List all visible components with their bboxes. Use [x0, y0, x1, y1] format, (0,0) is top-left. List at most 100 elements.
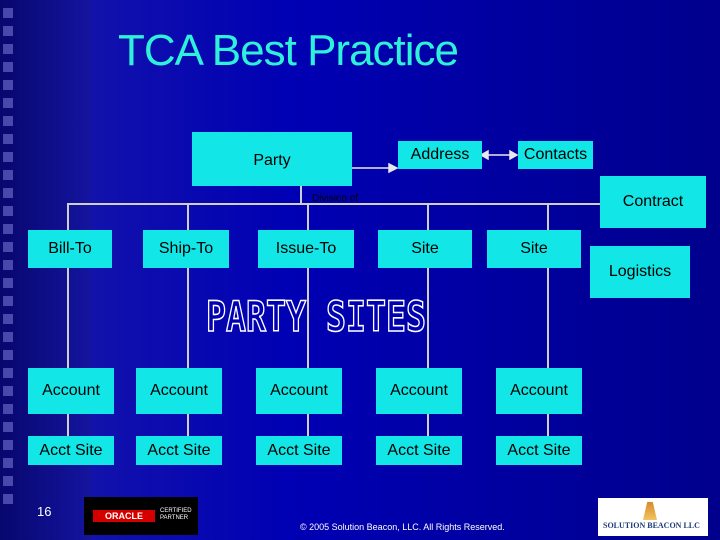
copyright-text: © 2005 Solution Beacon, LLC. All Rights …: [300, 522, 505, 532]
acct-site-node: Acct Site: [496, 436, 582, 465]
account-label: Account: [510, 382, 568, 399]
decorative-square: [3, 242, 13, 252]
site-label: Site: [520, 240, 548, 257]
decorative-square: [3, 332, 13, 342]
decorative-square: [3, 80, 13, 90]
account-node: Account: [136, 368, 222, 414]
connector: [547, 203, 549, 231]
site-node: Site: [487, 230, 581, 268]
arrow-head-icon: [479, 149, 489, 161]
account-node: Account: [376, 368, 462, 414]
connector: [307, 268, 309, 368]
site-node: Issue-To: [258, 230, 354, 268]
acct-site-label: Acct Site: [267, 441, 331, 459]
account-node: Account: [28, 368, 114, 414]
connector: [67, 203, 69, 231]
account-label: Account: [150, 382, 208, 399]
decorative-square: [3, 458, 13, 468]
connector: [427, 203, 429, 231]
decorative-square: [3, 134, 13, 144]
oracle-partner-logo: ORACLE CERTIFIED PARTNER: [84, 497, 198, 535]
decorative-square: [3, 296, 13, 306]
connector: [187, 203, 189, 231]
account-label: Account: [270, 382, 328, 399]
account-label: Account: [42, 382, 100, 399]
decorative-square: [3, 404, 13, 414]
connector: [307, 203, 309, 231]
acct-site-node: Acct Site: [256, 436, 342, 465]
site-node: Site: [378, 230, 472, 268]
connector: [547, 268, 549, 368]
site-node: Bill-To: [28, 230, 112, 268]
decorative-square: [3, 422, 13, 432]
decorative-square: [3, 116, 13, 126]
decorative-square: [3, 350, 13, 360]
decorative-square: [3, 206, 13, 216]
logistics-label: Logistics: [608, 263, 672, 280]
acct-site-node: Acct Site: [136, 436, 222, 465]
connector: [67, 268, 69, 368]
lighthouse-icon: [643, 502, 657, 520]
banner-text: PARTY SITES: [206, 292, 426, 338]
connector: [427, 414, 429, 436]
connector: [67, 203, 620, 205]
site-node: Ship-To: [143, 230, 229, 268]
slide-number: 16: [37, 504, 52, 519]
acct-site-label: Acct Site: [507, 441, 571, 459]
decorative-square: [3, 386, 13, 396]
decorative-square: [3, 224, 13, 234]
connector: [427, 268, 429, 368]
acct-site-label: Acct Site: [147, 441, 211, 459]
decorative-square: [3, 368, 13, 378]
contacts-label: Contacts: [523, 146, 588, 163]
site-label: Ship-To: [158, 240, 214, 257]
party-node: Party: [192, 132, 352, 186]
beacon-logo-text: SOLUTION BEACON LLC: [603, 521, 700, 530]
site-label: Bill-To: [48, 240, 92, 257]
acct-site-label: Acct Site: [39, 441, 103, 459]
contract-node: Contract: [600, 176, 706, 228]
contacts-node: Contacts: [518, 141, 593, 169]
connector: [67, 414, 69, 436]
site-label: Issue-To: [275, 240, 337, 257]
address-node: Address: [398, 141, 482, 169]
decorative-square: [3, 314, 13, 324]
decorative-square: [3, 44, 13, 54]
decorative-square: [3, 98, 13, 108]
decorative-square: [3, 62, 13, 72]
slide-title: TCA Best Practice: [118, 26, 459, 75]
arrow-head-icon: [388, 162, 399, 174]
solution-beacon-logo: SOLUTION BEACON LLC: [598, 498, 708, 536]
decorative-square: [3, 476, 13, 486]
connector: [307, 414, 309, 436]
division-of-label: Division of: [312, 193, 359, 204]
decorative-square: [3, 170, 13, 180]
contract-label: Contract: [622, 193, 684, 210]
decorative-square: [3, 152, 13, 162]
oracle-logo-text: ORACLE: [93, 510, 155, 522]
oracle-badge-text: CERTIFIED PARTNER: [160, 508, 192, 521]
account-node: Account: [256, 368, 342, 414]
address-label: Address: [410, 146, 470, 163]
arrow-head-icon: [509, 149, 519, 161]
decorative-square: [3, 26, 13, 36]
acct-site-node: Acct Site: [376, 436, 462, 465]
decorative-square: [3, 260, 13, 270]
acct-site-node: Acct Site: [28, 436, 114, 465]
decorative-square: [3, 188, 13, 198]
connector: [187, 414, 189, 436]
decorative-square: [3, 494, 13, 504]
decorative-squares: [3, 0, 17, 540]
connector: [547, 414, 549, 436]
decorative-square: [3, 440, 13, 450]
connector: [300, 186, 302, 204]
party-sites-banner: PARTY SITES: [205, 292, 427, 338]
account-label: Account: [390, 382, 448, 399]
acct-site-label: Acct Site: [387, 441, 451, 459]
connector: [187, 268, 189, 368]
decorative-square: [3, 8, 13, 18]
account-node: Account: [496, 368, 582, 414]
site-label: Site: [411, 240, 439, 257]
party-label: Party: [253, 152, 291, 169]
